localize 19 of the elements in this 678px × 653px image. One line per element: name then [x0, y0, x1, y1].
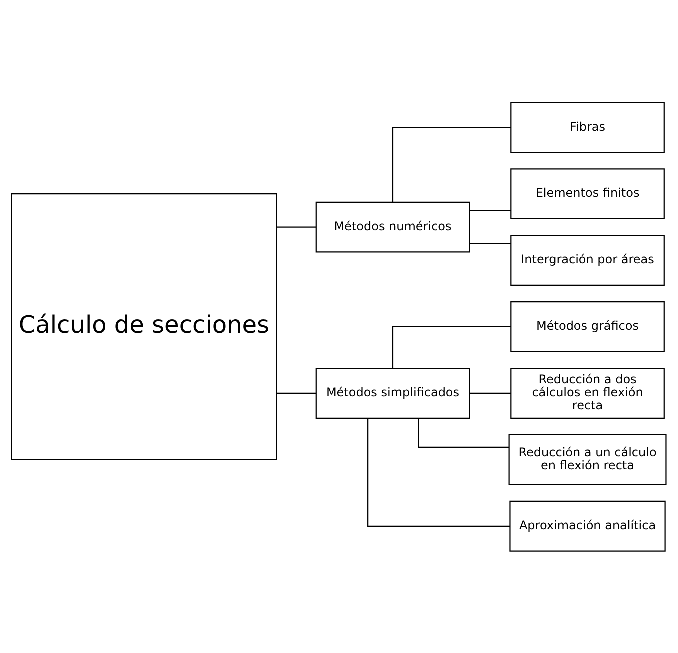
connector — [470, 210, 512, 211]
connector — [418, 418, 510, 448]
node-box: Fibras — [510, 102, 665, 153]
connector — [392, 326, 512, 368]
node-box: Métodos numéricos — [316, 201, 470, 252]
connector — [368, 418, 510, 526]
node-box: Reducción a dos cálculos en flexión recta — [510, 367, 665, 418]
node-box: Elementos finitos — [510, 168, 665, 220]
connector — [470, 242, 512, 244]
connector — [470, 392, 512, 394]
node-box: Aproximación analítica — [510, 500, 666, 552]
node-box: Cálculo de secciones — [11, 193, 278, 460]
node-box: Métodos simplificados — [316, 367, 470, 418]
connector — [392, 126, 512, 202]
node-box: Intergración por áreas — [510, 234, 665, 286]
connector — [277, 226, 316, 228]
node-box: Métodos gráficos — [510, 301, 665, 352]
connector — [277, 392, 316, 394]
node-box: Reducción a un cálculo en flexión recta — [508, 434, 667, 485]
